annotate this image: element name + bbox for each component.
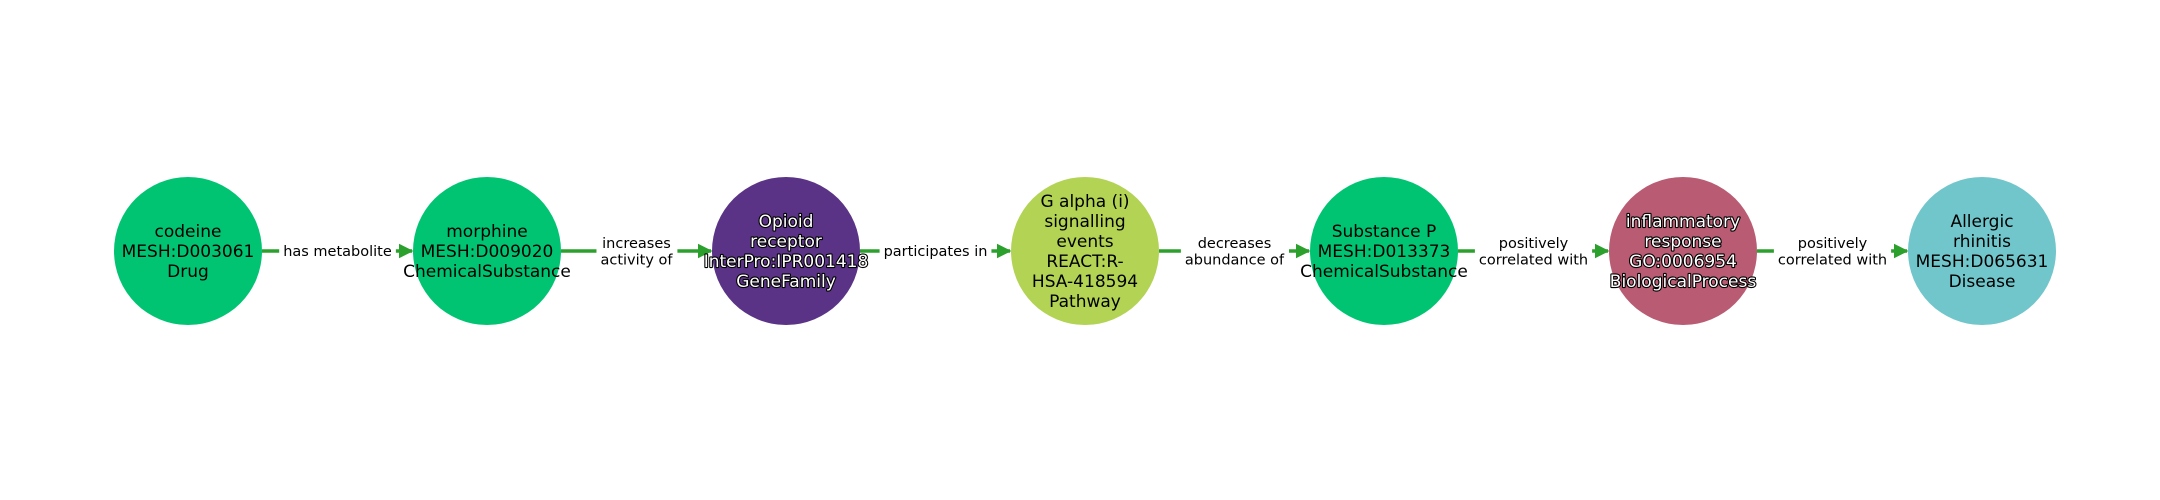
graph-node-5: inflammatoryresponseGO:0006954Biological…: [1609, 177, 1757, 325]
node-label-line: MESH:D065631: [1916, 252, 2049, 272]
edge-label-line: abundance of: [1185, 252, 1285, 268]
edge-label-box: [279, 243, 396, 261]
graph-node-3: G alpha (i)signallingeventsREACT:R-HSA-4…: [1011, 177, 1159, 325]
node-circle-1: [413, 177, 561, 325]
edge-label-box: [1773, 234, 1892, 270]
node-label-line: MESH:D003061: [122, 242, 255, 262]
node-label-line: inflammatory: [1626, 212, 1740, 232]
edge-label-line: activity of: [600, 252, 673, 268]
node-label-line: Allergic: [1950, 212, 2013, 232]
node-label-line: response: [1644, 232, 1721, 252]
node-label-line: G alpha (i): [1040, 192, 1129, 212]
node-label-line: InterPro:IPR001418: [704, 252, 869, 272]
node-label-line: Drug: [167, 262, 209, 282]
edge-label-line: has metabolite: [283, 244, 392, 260]
edge-label-2: participates in: [879, 243, 992, 261]
node-label-line: BiologicalProcess: [1610, 272, 1757, 292]
node-label-line: events: [1056, 232, 1113, 252]
graph-node-2: OpioidreceptorInterPro:IPR001418GeneFami…: [703, 177, 869, 325]
node-label-line: Opioid: [759, 212, 814, 232]
node-label-line: HSA-418594: [1032, 272, 1138, 292]
edge-label-line: positively: [1798, 236, 1868, 252]
node-circle-3: [1011, 177, 1159, 325]
node-label-line: ChemicalSubstance: [1300, 262, 1468, 282]
node-circle-0: [114, 177, 262, 325]
node-label-line: Substance P: [1332, 222, 1437, 242]
node-label-line: morphine: [446, 222, 527, 242]
node-label-line: receptor: [750, 232, 822, 252]
node-label-line: signalling: [1044, 212, 1125, 232]
edge-label-line: positively: [1499, 236, 1569, 252]
node-label-line: rhinitis: [1953, 232, 2011, 252]
node-circle-5: [1609, 177, 1757, 325]
edge-label-box: [1180, 234, 1290, 270]
node-label-line: GeneFamily: [736, 272, 836, 292]
edge-label-0: has metabolite: [279, 243, 396, 261]
edge-label-box: [596, 234, 678, 270]
edge-label-line: correlated with: [1778, 252, 1887, 268]
edge-label-line: decreases: [1198, 236, 1272, 252]
edge-label-line: participates in: [884, 244, 988, 260]
node-circle-6: [1908, 177, 2056, 325]
node-label-line: codeine: [155, 222, 222, 242]
edge-label-line: increases: [602, 236, 671, 252]
node-circle-4: [1310, 177, 1458, 325]
node-label-line: MESH:D013373: [1318, 242, 1451, 262]
node-label-line: ChemicalSubstance: [403, 262, 571, 282]
node-label-line: MESH:D009020: [421, 242, 554, 262]
node-label-line: GO:0006954: [1629, 252, 1737, 272]
node-label-line: REACT:R-: [1046, 252, 1123, 272]
edge-label-box: [879, 243, 992, 261]
node-label-line: Pathway: [1049, 292, 1121, 312]
edge-label-box: [1474, 234, 1593, 270]
node-circle-2: [712, 177, 860, 325]
node-label-line: Disease: [1949, 272, 2016, 292]
edge-label-line: correlated with: [1479, 252, 1588, 268]
